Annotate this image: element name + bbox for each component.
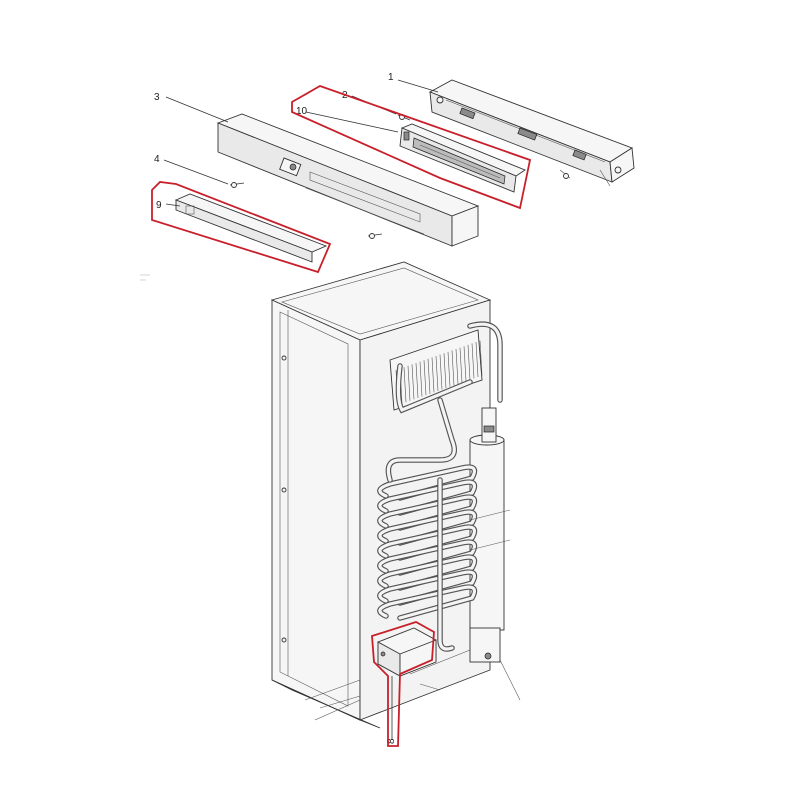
callout-8: 8 — [386, 738, 397, 744]
part-4-screw[interactable] — [229, 182, 245, 188]
highlight-part-9 — [151, 181, 332, 274]
absorber-coil-loop — [378, 465, 476, 500]
fridge-body[interactable] — [270, 261, 492, 729]
absorber-coil-loop — [378, 540, 476, 575]
absorber-coil-loop — [378, 495, 476, 530]
condenser-fin — [423, 360, 427, 396]
absorber-coil-loop — [378, 555, 476, 590]
part-3-front-cover[interactable] — [216, 113, 480, 247]
condenser-fin — [467, 344, 471, 380]
condenser-fin — [415, 362, 419, 399]
screw-lower[interactable] — [367, 233, 383, 239]
condenser-fin — [451, 350, 455, 386]
condenser-fin — [475, 341, 479, 378]
condenser-fin — [443, 353, 447, 389]
condenser-fin — [427, 358, 431, 394]
condenser-fin — [459, 347, 463, 383]
condenser-fin — [431, 357, 435, 393]
highlight-parts-2-10 — [291, 85, 532, 210]
condenser-fin — [439, 354, 443, 390]
callout-1: 1 — [388, 72, 394, 83]
part-9-decor-strip[interactable] — [174, 193, 328, 263]
absorber-coil-loop — [378, 585, 476, 620]
part-1-control-bracket[interactable] — [428, 79, 635, 187]
condenser-fins[interactable] — [389, 321, 503, 414]
condenser-fin — [435, 355, 439, 392]
callout-3: 3 — [154, 92, 160, 103]
condenser-fin — [479, 340, 483, 376]
absorber-coil-loop — [378, 525, 476, 560]
highlight-part-8 — [371, 621, 435, 747]
condenser-fin — [463, 346, 467, 382]
condenser-fin — [411, 364, 415, 400]
condenser-fin — [419, 361, 423, 397]
condenser-fin — [455, 348, 459, 385]
absorber-coils[interactable] — [377, 464, 478, 652]
absorber-coil-loop — [378, 480, 476, 515]
absorber-coil-loop — [378, 510, 476, 545]
condenser-fin — [407, 365, 411, 401]
condenser-fin — [447, 351, 451, 387]
callout-10: 10 — [296, 106, 308, 117]
riser-tube — [438, 478, 454, 651]
absorber-coil-loop — [378, 570, 476, 605]
callout-9: 9 — [156, 200, 162, 211]
part-10-control-panel[interactable] — [399, 123, 526, 193]
callout-4: 4 — [154, 154, 160, 165]
decor-strip-square-icon — [185, 205, 195, 215]
condenser-fin — [403, 367, 407, 403]
condenser-fin — [471, 343, 475, 379]
